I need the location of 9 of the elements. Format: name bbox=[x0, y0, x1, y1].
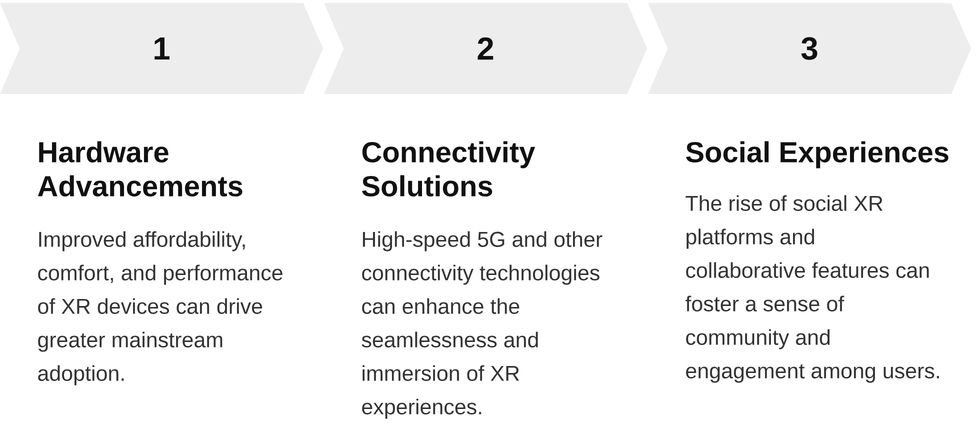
step-heading: Social Experiences bbox=[686, 141, 948, 168]
step-heading: Connectivity Solutions bbox=[362, 141, 536, 196]
step-description: High-speed 5G and other connectivity technologies can enhance the seamlessness and immersion of XR experiences. bbox=[362, 231, 602, 419]
step-description: Improved affordability, comfort, and performance of XR devices can drive greater mainstream adoption. bbox=[38, 231, 282, 386]
chevron-step: 2 bbox=[324, 3, 647, 94]
chevron-step: 3 bbox=[648, 3, 971, 94]
step-description: The rise of social XR platforms and collaborative features can foster a sense of community and engagement among users. bbox=[686, 195, 939, 383]
chevron-step: 1 bbox=[0, 3, 323, 94]
step-heading: Hardware Advancements bbox=[38, 141, 242, 196]
